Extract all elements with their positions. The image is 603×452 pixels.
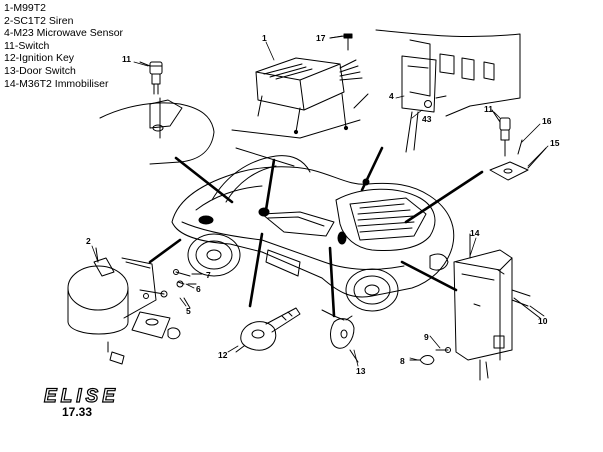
figure-number: 17.33 xyxy=(62,405,93,419)
legend-item: 4-M23 Microwave Sensor xyxy=(4,27,124,40)
module-m99t2 xyxy=(231,57,369,167)
parts-legend: 1-M99T2 2-SC1T2 Siren 4-M23 Microwave Se… xyxy=(4,2,123,90)
callout-16: 16 xyxy=(542,116,552,126)
callout-11-left: 11 xyxy=(122,54,131,64)
switch-right xyxy=(489,109,547,181)
callout-17: 17 xyxy=(316,33,326,43)
ignition-key xyxy=(235,307,301,353)
callout-5: 5 xyxy=(186,306,191,316)
pointer-lines xyxy=(148,146,484,318)
switch-upper-left xyxy=(99,61,215,165)
legend-item: 14-M36T2 Immobiliser xyxy=(4,77,109,90)
legend-item: 1-M99T2 xyxy=(4,2,47,14)
callout-11-right: 11 xyxy=(484,104,493,114)
siren xyxy=(67,247,203,365)
legend-item: 2-SC1T2 Siren xyxy=(4,14,74,27)
callout-13: 13 xyxy=(356,366,366,376)
callout-8: 8 xyxy=(400,356,405,366)
car-illustration xyxy=(171,155,455,312)
legend-item: 12-Ignition Key xyxy=(4,52,75,65)
callout-2: 2 xyxy=(86,236,91,246)
callout-7: 7 xyxy=(206,270,211,280)
callout-43: 43 xyxy=(422,114,432,124)
microwave-sensor xyxy=(375,29,521,153)
callout-12: 12 xyxy=(218,350,228,360)
callout-10: 10 xyxy=(538,316,548,326)
legend-item: 11-Switch xyxy=(4,39,50,52)
callout-4: 4 xyxy=(389,91,394,101)
callout-6: 6 xyxy=(196,284,201,294)
callout-leaders xyxy=(91,35,549,367)
elise-logo: ELISE xyxy=(43,385,119,407)
callout-15: 15 xyxy=(550,138,560,148)
callout-9: 9 xyxy=(424,332,429,342)
legend-item: 13-Door Switch xyxy=(4,64,76,77)
callout-14: 14 xyxy=(470,228,480,238)
callout-labels: 1 17 11 4 43 11 16 15 2 7 6 5 14 10 9 8 … xyxy=(86,33,560,376)
callout-1: 1 xyxy=(262,33,267,43)
immobiliser-m36t2 xyxy=(409,233,541,381)
door-switch xyxy=(321,309,359,363)
